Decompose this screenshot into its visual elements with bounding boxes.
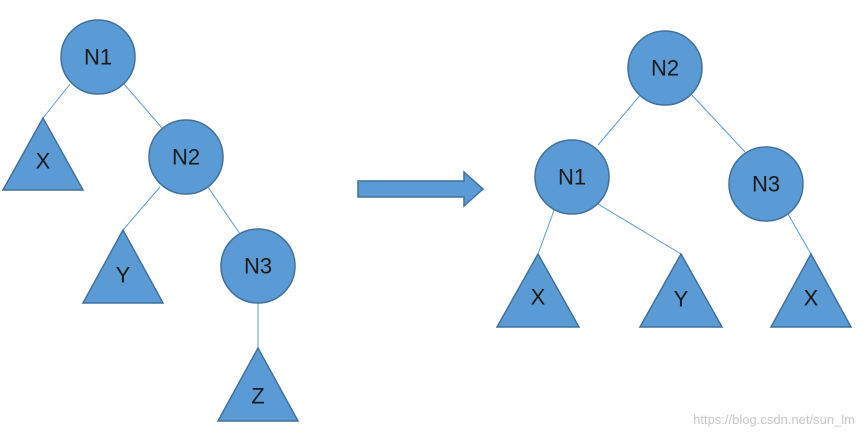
left-node-n3: N3 bbox=[220, 228, 296, 304]
edge-n2-n3 bbox=[689, 92, 747, 154]
svg-text:X: X bbox=[36, 149, 51, 174]
svg-text:N3: N3 bbox=[244, 254, 272, 279]
edge-n2-y bbox=[122, 186, 161, 231]
left-tree-edges bbox=[42, 83, 259, 348]
svg-text:N2: N2 bbox=[651, 56, 679, 81]
left-node-n2: N2 bbox=[148, 119, 224, 195]
watermark-text: https://blog.csdn.net/sun_lm bbox=[693, 412, 855, 427]
svg-text:X: X bbox=[804, 286, 819, 311]
edge-n2-n1 bbox=[597, 92, 643, 146]
svg-text:X: X bbox=[531, 285, 546, 310]
edge-n1-n2 bbox=[123, 83, 163, 129]
right-node-n3: N3 bbox=[728, 146, 804, 222]
svg-text:N2: N2 bbox=[172, 145, 200, 170]
left-node-n1: N1 bbox=[60, 19, 136, 95]
svg-text:N3: N3 bbox=[752, 172, 780, 197]
edge-n1-x bbox=[42, 83, 71, 119]
right-subtree-x2: X bbox=[769, 252, 853, 328]
edge-n1-x bbox=[537, 204, 557, 255]
svg-text:Z: Z bbox=[251, 384, 264, 409]
left-subtree-z: Z bbox=[216, 346, 300, 422]
edge-n2-n3 bbox=[207, 186, 241, 235]
svg-text:Y: Y bbox=[674, 287, 689, 312]
svg-text:N1: N1 bbox=[84, 45, 112, 70]
edge-n1-y bbox=[597, 203, 682, 255]
svg-text:N1: N1 bbox=[558, 165, 586, 190]
transform-arrow bbox=[357, 170, 485, 208]
left-subtree-x: X bbox=[1, 116, 85, 191]
edge-n3-x bbox=[787, 213, 812, 255]
right-node-n2: N2 bbox=[627, 30, 703, 106]
right-subtree-x: X bbox=[495, 252, 581, 328]
right-node-n1: N1 bbox=[534, 139, 610, 215]
svg-text:Y: Y bbox=[116, 263, 131, 288]
left-subtree-y: Y bbox=[81, 228, 165, 304]
right-tree-edges bbox=[537, 92, 812, 255]
right-subtree-y: Y bbox=[638, 252, 724, 328]
